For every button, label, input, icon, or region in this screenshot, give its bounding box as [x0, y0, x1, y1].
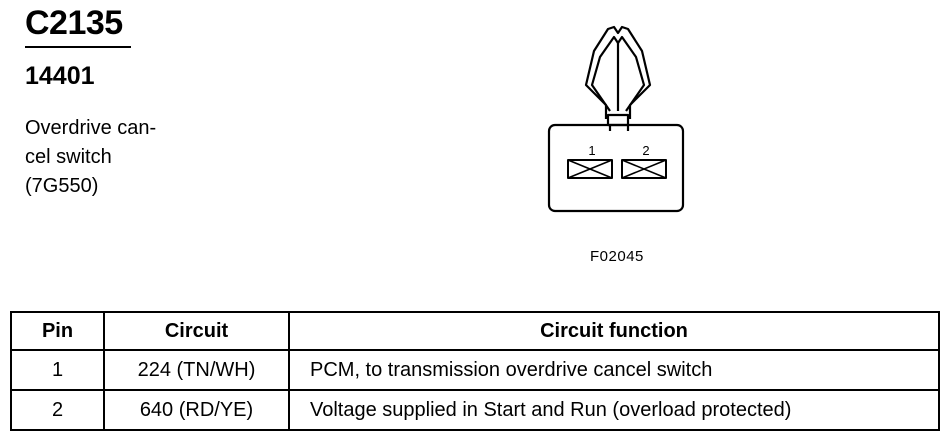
part-number: 14401	[25, 62, 95, 90]
title-underline	[25, 46, 131, 48]
figure-code: F02045	[590, 248, 644, 265]
pinout-table: Pin Circuit Circuit function 1 224 (TN/W…	[10, 311, 940, 431]
locking-tab	[584, 25, 652, 119]
component-description: Overdrive can- cel switch (7G550)	[25, 114, 245, 201]
pin-cell: 1	[10, 349, 105, 391]
description-line: (7G550)	[25, 175, 99, 197]
pin-cell: 2	[10, 389, 105, 431]
column-header-circuit-function: Circuit function	[288, 311, 940, 351]
pin-cavity-1	[567, 159, 613, 179]
pin-label-1: 1	[588, 143, 595, 158]
column-header-circuit: Circuit	[103, 311, 290, 351]
table-row: 1 224 (TN/WH) PCM, to transmission overd…	[10, 349, 940, 391]
circuit-cell: 224 (TN/WH)	[103, 349, 290, 391]
table-row: 2 640 (RD/YE) Voltage supplied in Start …	[10, 389, 940, 431]
function-cell: Voltage supplied in Start and Run (overl…	[288, 389, 940, 431]
pin-label-2: 2	[642, 143, 649, 158]
tab-base	[606, 113, 630, 127]
pin-cavity-2	[621, 159, 667, 179]
connector-face-diagram: 1 2	[547, 25, 685, 213]
table-header-row: Pin Circuit Circuit function	[10, 311, 940, 351]
description-line: cel switch	[25, 146, 112, 168]
function-cell: PCM, to transmission overdrive cancel sw…	[288, 349, 940, 391]
column-header-pin: Pin	[10, 311, 105, 351]
description-line: Overdrive can-	[25, 117, 157, 139]
circuit-cell: 640 (RD/YE)	[103, 389, 290, 431]
connector-id: C2135	[25, 4, 123, 42]
connector-body	[547, 123, 685, 213]
